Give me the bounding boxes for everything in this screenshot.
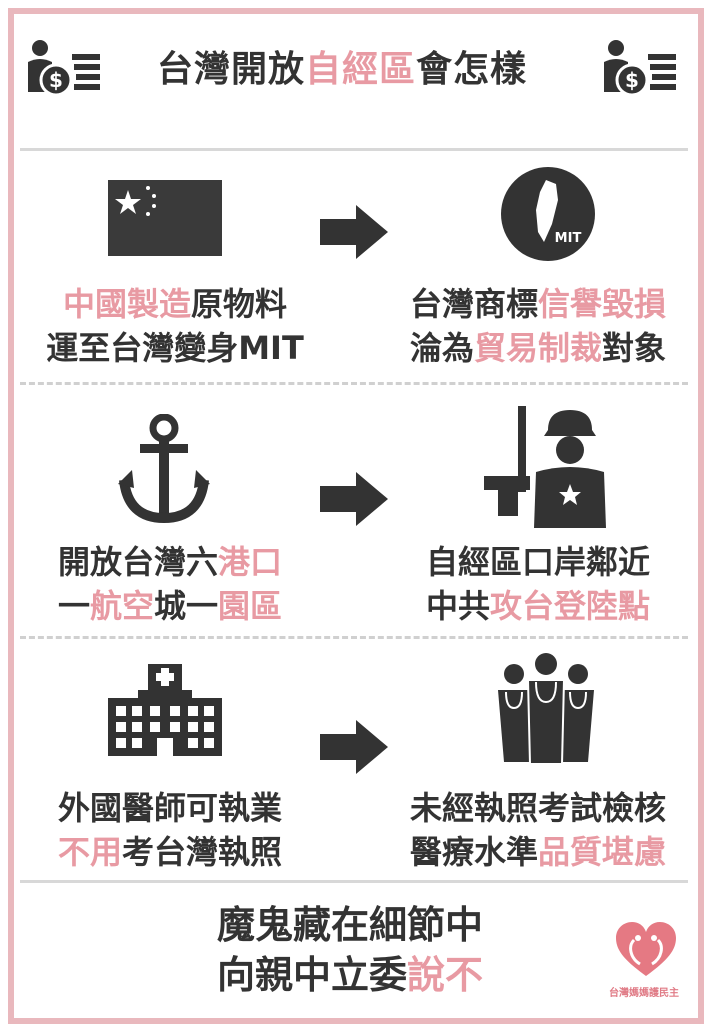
row2-left-line2: 一航空城一園區 [10,584,330,628]
row3-right-text: 未經執照考試檢核 醫療水準品質堪慮 [378,786,698,874]
row2-right-line1: 自經區口岸鄰近 [425,543,650,581]
row1-right-line1: 台灣商標信譽毀損 [378,282,698,326]
row3-left-2b: 考台灣執照 [122,833,283,871]
row2-right-2a: 中共 [425,587,490,625]
row3-divider [20,880,688,883]
hospital-icon [108,664,222,756]
row2-left-2b: 航空 [89,587,154,625]
logo-text: 台灣媽媽護民主 [609,988,679,999]
row1-divider [20,382,688,385]
row1-right-2a: 淪為 [409,329,474,367]
row1-left-line1: 中國製造原物料 [20,282,330,326]
bottom-line2: 向親中立委說不 [40,950,660,1000]
row1-right-1b: 信譽毀損 [538,285,667,323]
heart-logo-icon [616,922,676,976]
row3-right-2a: 醫療水準 [409,833,538,871]
row3-right-line2: 醫療水準品質堪慮 [378,830,698,874]
page-title: 台灣開放自經區會怎樣 [100,40,584,92]
row1-left-text: 中國製造原物料 運至台灣變身MIT [20,282,330,370]
row1-left-1b: 原物料 [191,285,288,323]
soldier-icon [484,406,606,528]
row3-left-2a: 不用 [57,833,122,871]
row2-right-line2: 中共攻台登陸點 [378,584,698,628]
bottom-slogan: 魔鬼藏在細節中 向親中立委說不 [40,900,660,1000]
row2-left-text: 開放台灣六港口 一航空城一園區 [10,540,330,628]
row2-divider [20,636,688,639]
china-flag-icon [108,180,222,256]
title-divider [20,148,688,151]
row2-right-text: 自經區口岸鄰近 中共攻台登陸點 [378,540,698,628]
row3-right-line1: 未經執照考試檢核 [409,789,666,827]
row3-left-line1: 外國醫師可執業 [57,789,282,827]
row2-left-line1: 開放台灣六港口 [10,540,330,584]
row2-right-2b: 攻台登陸點 [490,587,651,625]
row2-left-1b: 港口 [218,543,283,581]
row2-left-2a: 一 [57,587,90,625]
doctors-icon [498,653,594,764]
row2-left-2d: 園區 [218,587,283,625]
arrow-right-icon [320,472,388,526]
title-part1: 台灣開放 [156,49,305,90]
row3-left-line2: 不用考台灣執照 [10,830,330,874]
bottom-line2-a: 向親中立委 [216,953,407,997]
row1-right-2b: 貿易制裁 [473,329,602,367]
row3-left-text: 外國醫師可執業 不用考台灣執照 [10,786,330,874]
title-part2: 自經區 [304,49,416,90]
mit-label: MIT [555,231,582,246]
row2-left-2c: 城一 [154,587,219,625]
svg-text:$: $ [49,68,63,92]
title-part3: 會怎樣 [416,49,528,90]
svg-text:$: $ [625,68,639,92]
anchor-icon [118,414,210,524]
row1-right-text: 台灣商標信譽毀損 淪為貿易制裁對象 [378,282,698,370]
row1-left-line2: 運至台灣變身MIT [46,329,304,367]
arrow-right-icon [320,720,388,774]
row2-left-1a: 開放台灣六 [57,543,218,581]
row3-right-2b: 品質堪慮 [538,833,667,871]
row1-right-2c: 對象 [602,329,667,367]
money-man-icon: $ [604,40,676,97]
row1-right-line2: 淪為貿易制裁對象 [378,326,698,370]
taiwan-mit-icon: MIT [501,167,595,261]
money-man-icon: $ [28,40,100,97]
arrow-right-icon [320,205,388,259]
row1-left-1a: 中國製造 [62,285,191,323]
row1-right-1a: 台灣商標 [409,285,538,323]
bottom-line1: 魔鬼藏在細節中 [216,903,483,947]
bottom-line2-b: 說不 [407,953,484,997]
